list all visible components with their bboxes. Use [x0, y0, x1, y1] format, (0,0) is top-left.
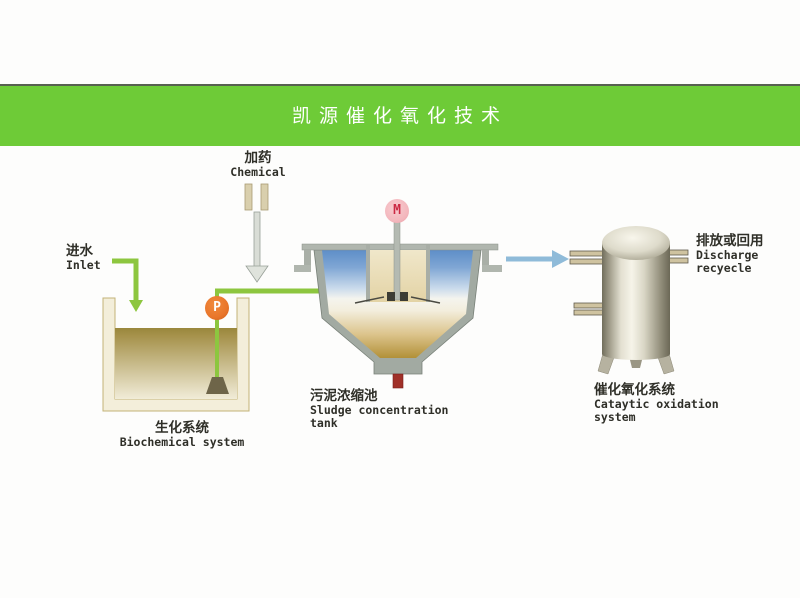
chemical-arrow	[245, 211, 269, 283]
biochemical-tank	[102, 297, 250, 412]
catalytic-oxidation-vessel	[569, 226, 689, 375]
label-biochemical: 生化系统 Biochemical system	[96, 420, 268, 450]
vessel-dome	[602, 226, 670, 260]
transfer-arrow-blue	[506, 250, 569, 268]
label-inlet: 进水 Inlet	[66, 243, 101, 273]
sludge-concentration-tank	[294, 221, 502, 389]
chemical-feeder	[244, 183, 269, 211]
label-discharge-en1: Discharge	[696, 248, 759, 263]
label-discharge-en2: recyecle	[696, 260, 752, 275]
label-sludge-en2: tank	[310, 415, 338, 430]
rim-bracket-left	[294, 250, 311, 272]
label-biochemical-en: Biochemical system	[119, 435, 245, 450]
motor-badge: M	[385, 199, 409, 223]
inlet-flow-arrow	[112, 258, 143, 312]
label-sludge-en1: Sludge concentration	[310, 403, 449, 418]
pump-badge: P	[205, 296, 229, 320]
label-biochemical-zh: 生化系统	[155, 420, 209, 436]
rake-mechanism	[354, 292, 441, 304]
label-sludge-zh: 污泥浓缩池	[310, 388, 378, 404]
suction-funnel	[206, 377, 229, 394]
label-discharge-zh: 排放或回用	[696, 233, 764, 249]
label-catalytic-en2: system	[594, 409, 636, 424]
label-catalytic-en1: Cataytic oxidation	[594, 397, 719, 412]
label-inlet-en: Inlet	[66, 258, 101, 273]
label-catalytic: 催化氧化系统 Cataytic oxidation system	[594, 382, 719, 424]
header-band	[0, 84, 800, 146]
bottom-valve	[392, 373, 404, 389]
motor-shaft	[393, 221, 401, 301]
page-title: 凯源催化氧化技术	[291, 105, 508, 127]
label-sludge-tank: 污泥浓缩池 Sludge concentration tank	[310, 388, 449, 430]
label-inlet-zh: 进水	[66, 243, 93, 259]
label-chemical-zh: 加药	[244, 150, 272, 166]
label-chemical-en: Chemical	[230, 165, 286, 180]
rim-bracket-right	[482, 250, 502, 272]
tank-contents	[322, 250, 473, 358]
label-catalytic-zh: 催化氧化系统	[594, 382, 675, 398]
label-chemical: 加药 Chemical	[210, 150, 306, 180]
label-discharge: 排放或回用 Discharge recyecle	[696, 233, 764, 275]
